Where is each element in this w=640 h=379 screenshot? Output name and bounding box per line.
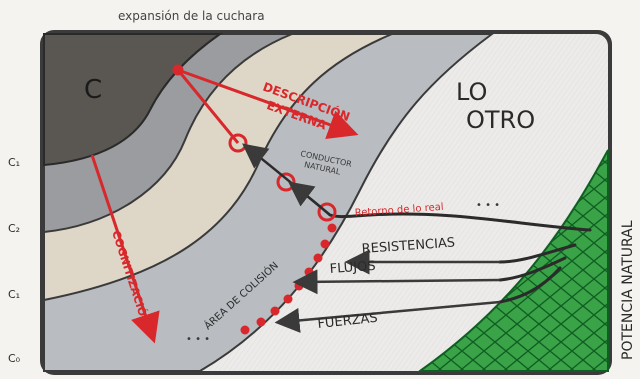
flujos-label: FLUJOS: [329, 259, 376, 277]
side-label-1: C₁: [8, 156, 20, 169]
lo-otro-line2: OTRO: [466, 106, 535, 134]
side-label-3: C₁: [8, 288, 20, 301]
retorno-ellipsis: • • •: [476, 200, 500, 211]
side-label-4: C₀: [8, 352, 21, 365]
core-label: C: [84, 75, 102, 105]
top-caption: expansión de la cuchara: [118, 9, 265, 23]
area-ellipsis: • • •: [186, 334, 210, 345]
side-label-2: C₂: [8, 222, 20, 235]
potencia-label: POTENCIA NATURAL: [620, 220, 636, 360]
lo-otro-line1: LO: [456, 78, 487, 106]
